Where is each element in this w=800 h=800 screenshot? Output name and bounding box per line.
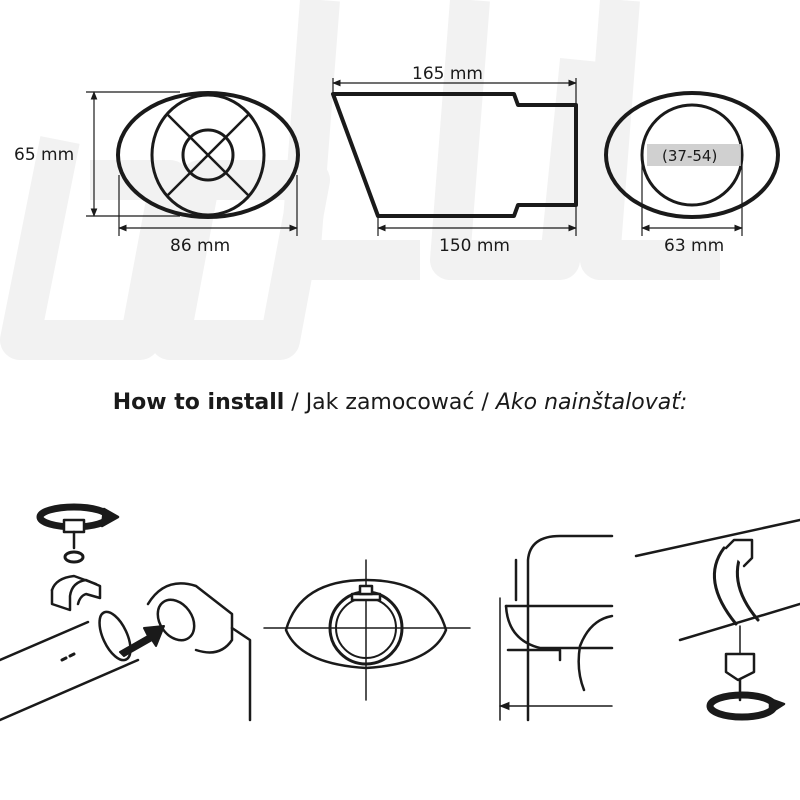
watermark-logo	[0, 0, 720, 360]
width-dimension-line	[118, 175, 298, 236]
install-step-1	[0, 503, 252, 722]
body-length-label: 150 mm	[439, 236, 510, 256]
rotate-arrow-icon-2	[706, 691, 786, 721]
insert-arrow-icon	[119, 625, 165, 657]
length-dimension-lines	[332, 78, 577, 236]
heading-sep-2: /	[474, 390, 496, 415]
install-step-3	[498, 534, 614, 722]
total-length-label: 165 mm	[412, 64, 483, 84]
heading-english: How to install	[112, 390, 285, 415]
inlet-dimension-line	[641, 160, 743, 236]
oval-tip-front-view	[116, 91, 300, 219]
inlet-diameter-label: 63 mm	[664, 236, 724, 256]
width-label: 86 mm	[170, 236, 230, 256]
install-heading: How to install / Jak zamocować / Ako nai…	[0, 390, 800, 415]
install-step-4	[634, 518, 800, 721]
heading-sep-1: /	[284, 390, 306, 415]
range-band	[647, 144, 741, 166]
heading-polish: Jak zamocować	[305, 390, 475, 415]
install-step-2	[263, 559, 471, 701]
height-label: 65 mm	[14, 145, 74, 165]
height-dimension-line	[86, 91, 180, 217]
heading-slovak: Ako nainštalovať:	[495, 390, 688, 415]
bolt-icon	[62, 518, 86, 550]
tip-inlet-view	[604, 91, 780, 219]
inlet-range-label: (37-54)	[662, 147, 717, 165]
washer-icon	[63, 550, 85, 564]
clamp-icon	[50, 578, 102, 612]
